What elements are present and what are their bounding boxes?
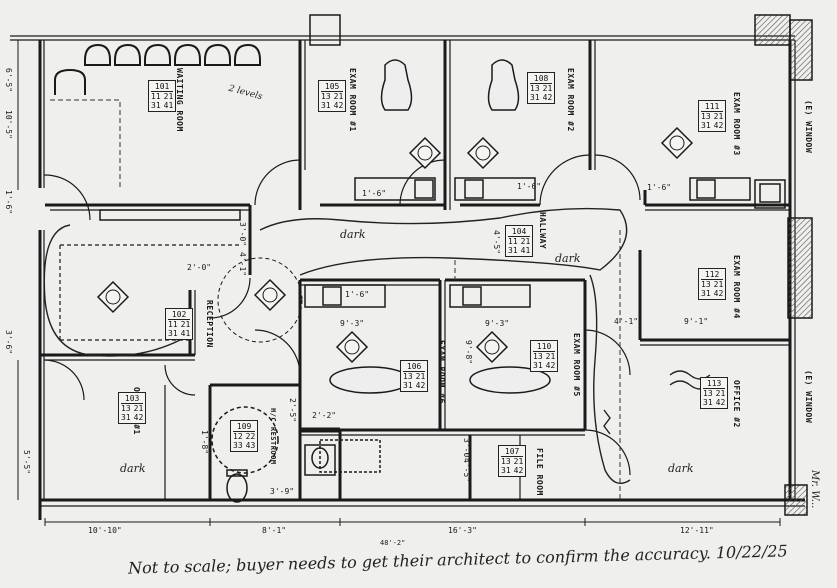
handwritten-dark-1: dark [340,228,366,241]
handwritten-dark-4: dark [668,462,694,475]
dimension-label: 9'-1" [684,317,709,326]
dimension-label: 1'-6" [345,290,370,299]
room-label-exam-room-2: EXAM ROOM #2 [566,68,575,132]
dimension-label: 2'-0" [187,263,212,272]
room-label-exam-room-4: EXAM ROOM #4 [732,255,741,319]
room-label-exam-room-1: EXAM ROOM #1 [348,68,357,132]
dimension-label: 1'-6" [362,189,387,198]
dimension-label: 1'-6" [647,183,672,192]
dimension-label: 2'-5" [288,398,297,423]
room-label-restroom: H/C RESTROOM [269,408,277,465]
dimension-label: 8'-1" [262,526,287,535]
room-label-reception: RECEPTION [205,300,214,348]
label-window-1: (E) WINDOW [804,100,813,154]
dimension-label: 3'-9" [270,487,295,496]
room-label-file-room: FILE ROOM [535,448,544,496]
dimension-label: 1'-6" [4,190,13,215]
handwritten-mr-w: Mr. W... [809,470,820,509]
dimension-label: 48'-2" [380,539,406,547]
dimension-label: 5'-5" [22,450,31,475]
dimension-label: 4'-5" [462,458,471,483]
dimension-label: 4'-5" [492,230,501,255]
dimension-label: 4'-1" [614,317,639,326]
label-window-2: (E) WINDOW [804,370,813,424]
dimension-label: 1'-6" [517,182,542,191]
dimension-label: 4'-1" [238,252,247,277]
room-label-hallway: HALLWAY [538,212,547,250]
dimension-label: 10'-5" [4,110,13,139]
dimension-label: 1'-8" [200,430,209,455]
room-label-office-2: OFFICE #2 [732,380,741,428]
dimension-label: 3'-6" [4,330,13,355]
dimension-label: 10'-10" [88,526,122,535]
dimension-label: 12'-11" [680,526,714,535]
dimension-label: 9'-3" [485,319,510,328]
dimension-label: 9'-8" [464,340,473,365]
dimension-label: 9'-3" [340,319,365,328]
dimension-label: 6'-5" [4,68,13,93]
dimension-label: 3'-0" [238,222,247,247]
room-label-exam-room-6: EXAM ROOM #6 [437,340,446,404]
handwritten-dark-2: dark [555,252,581,265]
handwritten-dark-3: dark [120,462,146,475]
room-label-exam-room-3: EXAM ROOM #3 [732,92,741,156]
room-label-exam-room-5: EXAM ROOM #5 [572,333,581,397]
dimension-label: 16'-3" [448,526,477,535]
dimension-label: 2'-2" [312,411,337,420]
